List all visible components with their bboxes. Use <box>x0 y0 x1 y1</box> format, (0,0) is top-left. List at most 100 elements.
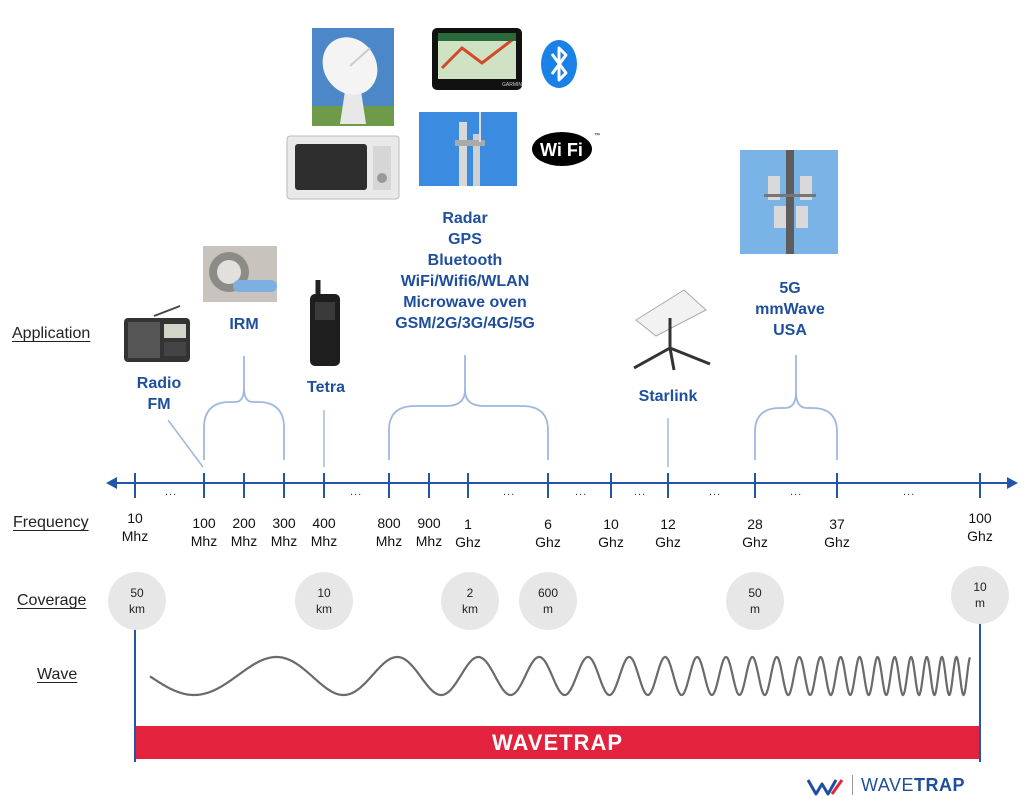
coverage-unit: m <box>975 596 985 610</box>
axis-ellipsis: ... <box>165 486 178 498</box>
app-5g-mmwave: 5G mmWave USA <box>740 278 840 341</box>
frequency-row-label: Frequency <box>13 514 89 531</box>
app-wifi: WiFi/Wifi6/WLAN <box>400 273 530 290</box>
coverage-circle: 50 km <box>108 572 166 630</box>
mri-scanner-icon <box>203 246 277 302</box>
brand-name-part1: WAVE <box>861 774 915 795</box>
svg-text:GARMIN: GARMIN <box>502 82 522 88</box>
axis-ellipsis: ... <box>634 486 647 498</box>
gps-device-icon: GARMIN <box>432 28 522 90</box>
wifi-logo-icon: Wi Fi ™ <box>532 132 600 166</box>
frequency-value: 200 <box>232 515 256 531</box>
app-mmwave: mmWave <box>755 301 825 318</box>
frequency-unit: Mhz <box>230 533 258 549</box>
app-radio-line2: FM <box>147 396 171 413</box>
coverage-unit: m <box>543 602 553 616</box>
coverage-unit: km <box>316 602 332 616</box>
coverage-circle: 2 km <box>441 572 499 630</box>
tetra-radio-icon <box>310 280 340 366</box>
app-gsm: GSM/2G/3G/4G/5G <box>395 315 535 332</box>
app-tetra: Tetra <box>307 379 345 396</box>
axis-ellipsis: ... <box>350 486 363 498</box>
frequency-unit: Mhz <box>190 533 218 549</box>
frequency-value: 800 <box>377 515 401 531</box>
axis-ellipsis: ... <box>575 486 588 498</box>
frequency-unit: Ghz <box>824 534 850 550</box>
frequency-unit: Ghz <box>655 534 681 550</box>
frequency-unit: Mhz <box>375 533 403 549</box>
microwave-bracket <box>388 355 549 460</box>
app-microwave-group: Radar GPS Bluetooth WiFi/Wifi6/WLAN Micr… <box>365 208 565 334</box>
wavetrap-band-bar: WAVETRAP <box>136 726 979 759</box>
svg-text:™: ™ <box>594 132 600 139</box>
coverage-value: 10 <box>973 580 987 594</box>
axis-arrow-left <box>106 477 117 489</box>
app-5g: 5G <box>779 280 801 297</box>
satellite-dish-icon <box>312 28 394 126</box>
microwave-oven-icon <box>286 135 400 200</box>
frequency-unit: Mhz <box>310 533 338 549</box>
frequency-value: 6 <box>544 516 552 532</box>
coverage-value: 2 <box>466 586 474 600</box>
frequency-unit: Ghz <box>455 534 481 550</box>
coverage-unit: km <box>462 602 478 616</box>
frequency-value: 12 <box>660 516 676 532</box>
coverage-circle: 10 m <box>951 566 1009 624</box>
coverage-row-label: Coverage <box>17 592 87 609</box>
wave-row-label: Wave <box>37 666 78 683</box>
coverage-value: 50 <box>748 586 762 600</box>
app-radio-line1: Radio <box>136 375 182 392</box>
frequency-unit: Ghz <box>535 534 561 550</box>
frequency-unit: Ghz <box>967 528 993 544</box>
coverage-unit: km <box>129 602 145 616</box>
frequency-unit: Mhz <box>270 533 298 549</box>
app-gps: GPS <box>448 231 482 248</box>
frequency-value: 900 <box>417 515 441 531</box>
frequency-value: 400 <box>312 515 336 531</box>
app-starlink: Starlink <box>638 388 698 405</box>
antenna-tower-icon <box>419 112 517 186</box>
radio-connector <box>167 419 204 468</box>
coverage-unit: m <box>750 602 760 616</box>
frequency-unit: Mhz <box>121 528 149 544</box>
axis-ticks <box>134 473 981 498</box>
radio-icon <box>124 305 190 362</box>
frequency-unit: Ghz <box>598 534 624 550</box>
axis-ellipsis: ... <box>790 486 803 498</box>
app-microwave-oven: Microwave oven <box>403 294 527 311</box>
app-radio-fm: Radio FM <box>128 373 190 415</box>
svg-text:Wi Fi: Wi Fi <box>540 140 583 160</box>
frequency-unit: Mhz <box>415 533 443 549</box>
frequency-unit: Ghz <box>742 534 768 550</box>
brand-name-part2: TRAP <box>914 774 966 795</box>
5g-tower-icon <box>740 150 838 254</box>
frequency-value: 10 <box>127 510 143 526</box>
mmwave-bracket <box>754 355 838 460</box>
axis-ellipsis: ... <box>709 486 722 498</box>
brand-separator <box>852 775 853 795</box>
irm-bracket <box>203 356 285 460</box>
frequency-value: 28 <box>747 516 763 532</box>
coverage-value: 10 <box>317 586 331 600</box>
axis-arrow-right <box>1007 477 1018 489</box>
app-irm: IRM <box>229 316 259 333</box>
app-usa: USA <box>773 322 807 339</box>
app-bluetooth: Bluetooth <box>427 252 503 269</box>
coverage-circle: 50 m <box>726 572 784 630</box>
app-radar: Radar <box>442 210 488 227</box>
starlink-dish-icon <box>633 289 711 371</box>
coverage-value: 600 <box>537 586 559 600</box>
